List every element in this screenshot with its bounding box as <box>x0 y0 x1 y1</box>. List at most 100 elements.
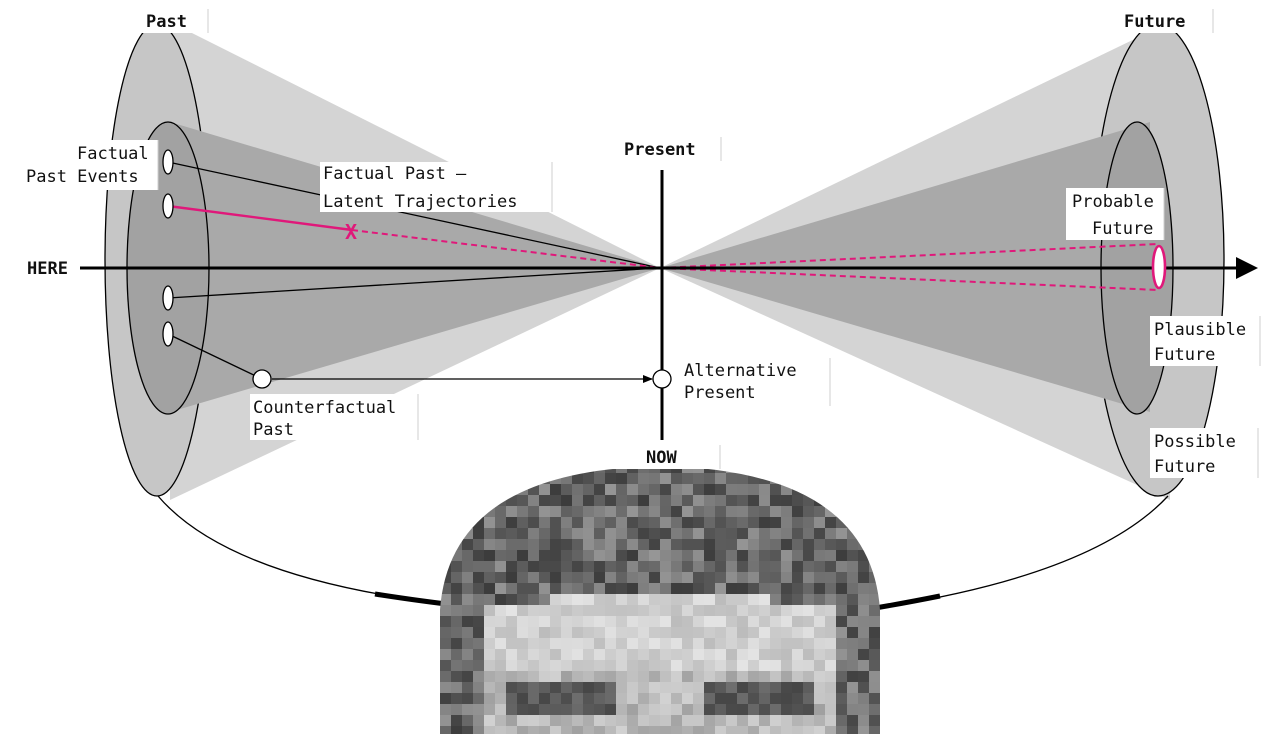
head-pixel <box>583 627 594 638</box>
head-pixel <box>748 671 759 682</box>
head-pixel <box>594 583 605 594</box>
head-pixel <box>539 466 550 473</box>
head-pixel <box>495 660 506 671</box>
head-pixel <box>869 638 880 649</box>
head-pixel <box>440 484 451 495</box>
head-pixel <box>671 616 682 627</box>
head-pixel <box>726 627 737 638</box>
here-axis-arrowhead <box>1236 257 1258 279</box>
head-pixel <box>462 627 473 638</box>
head-pixel <box>704 495 715 506</box>
head-pixel <box>638 616 649 627</box>
head-pixel <box>792 715 803 726</box>
head-pixel <box>473 550 484 561</box>
head-pixel <box>616 616 627 627</box>
head-pixel <box>715 726 726 734</box>
head-pixel <box>781 660 792 671</box>
head-pixel <box>704 693 715 704</box>
head-pixel <box>737 649 748 660</box>
head-pixel <box>682 616 693 627</box>
plausible-future-line2: Future <box>1154 345 1215 365</box>
head-pixel <box>462 517 473 528</box>
head-pixel <box>495 561 506 572</box>
head-pixel <box>748 649 759 660</box>
head-pixel <box>737 605 748 616</box>
head-pixel <box>473 671 484 682</box>
head-pixel <box>528 616 539 627</box>
head-pixel <box>858 495 869 506</box>
head-pixel <box>561 638 572 649</box>
head-pixel <box>847 693 858 704</box>
head-pixel <box>693 682 704 693</box>
head-pixel <box>583 693 594 704</box>
head-pixel <box>627 594 638 605</box>
head-pixel <box>682 495 693 506</box>
head-pixel <box>792 616 803 627</box>
head-pixel <box>605 572 616 583</box>
head-pixel <box>814 561 825 572</box>
head-pixel <box>836 561 847 572</box>
head-pixel <box>517 660 528 671</box>
head-pixel <box>737 466 748 473</box>
head-pixel <box>528 638 539 649</box>
head-pixel <box>495 506 506 517</box>
head-pixel <box>627 671 638 682</box>
head-pixel <box>814 605 825 616</box>
head-pixel <box>869 627 880 638</box>
head-pixel <box>660 539 671 550</box>
head-pixel <box>605 484 616 495</box>
head-pixel <box>550 660 561 671</box>
head-pixel <box>825 605 836 616</box>
head-pixel <box>693 693 704 704</box>
head-pixel <box>660 528 671 539</box>
head-pixel <box>858 627 869 638</box>
head-pixel <box>836 638 847 649</box>
head-pixel <box>484 715 495 726</box>
head-pixel <box>726 561 737 572</box>
head-pixel <box>583 550 594 561</box>
head-pixel <box>748 539 759 550</box>
head-pixel <box>660 693 671 704</box>
head-pixel <box>451 466 462 473</box>
pixelated-head-portrait <box>440 466 880 734</box>
head-pixel <box>671 704 682 715</box>
head-pixel <box>704 660 715 671</box>
head-pixel <box>627 605 638 616</box>
head-pixel <box>594 671 605 682</box>
head-pixel <box>638 484 649 495</box>
head-pixel <box>495 594 506 605</box>
head-pixel <box>869 649 880 660</box>
head-pixel <box>671 693 682 704</box>
head-pixel <box>605 528 616 539</box>
factual-past-latent-line1: Factual Past – <box>323 164 467 184</box>
head-pixel <box>451 506 462 517</box>
head-pixel <box>550 594 561 605</box>
head-pixel <box>594 484 605 495</box>
head-pixel <box>506 616 517 627</box>
head-pixel <box>825 484 836 495</box>
head-pixel <box>649 594 660 605</box>
head-pixel <box>539 473 550 484</box>
head-pixel <box>682 466 693 473</box>
head-pixel <box>506 715 517 726</box>
head-pixel <box>517 484 528 495</box>
head-pixel <box>616 561 627 572</box>
head-pixel <box>792 704 803 715</box>
head-pixel <box>748 473 759 484</box>
head-pixel <box>693 495 704 506</box>
head-pixel <box>649 715 660 726</box>
head-pixel <box>847 594 858 605</box>
head-pixel <box>550 649 561 660</box>
head-pixel <box>517 671 528 682</box>
head-pixel <box>836 660 847 671</box>
head-pixel <box>825 627 836 638</box>
head-pixel <box>792 495 803 506</box>
head-pixel <box>484 704 495 715</box>
head-pixel <box>561 484 572 495</box>
head-pixel <box>638 550 649 561</box>
head-pixel <box>506 572 517 583</box>
head-pixel <box>451 539 462 550</box>
head-pixel <box>506 550 517 561</box>
head-pixel <box>748 660 759 671</box>
head-pixel <box>506 594 517 605</box>
